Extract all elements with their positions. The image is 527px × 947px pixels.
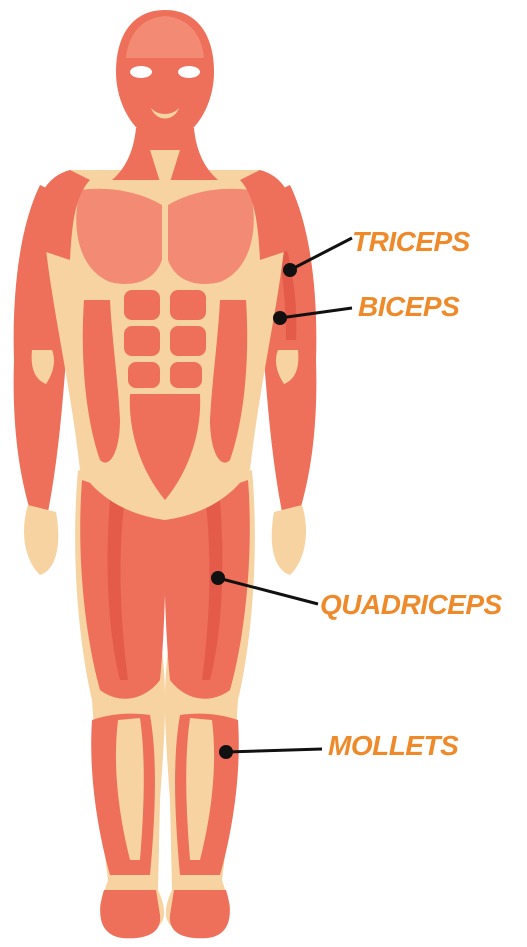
biceps-marker-dot — [273, 311, 287, 325]
mollets-marker-dot — [219, 745, 233, 759]
human-muscle-figure — [14, 10, 317, 938]
right-foot — [170, 890, 230, 938]
triceps-label: TRICEPS — [352, 226, 471, 257]
mollets-leader-line — [226, 749, 322, 752]
right-hand — [272, 505, 306, 575]
triceps-marker-dot — [283, 263, 297, 277]
biceps-label: BICEPS — [358, 291, 460, 322]
left-hand — [24, 505, 58, 575]
left-foot — [100, 890, 160, 938]
mollets-label: MOLLETS — [328, 730, 459, 761]
quadriceps-marker-dot — [211, 571, 225, 585]
quadriceps-label: QUADRICEPS — [320, 589, 503, 620]
